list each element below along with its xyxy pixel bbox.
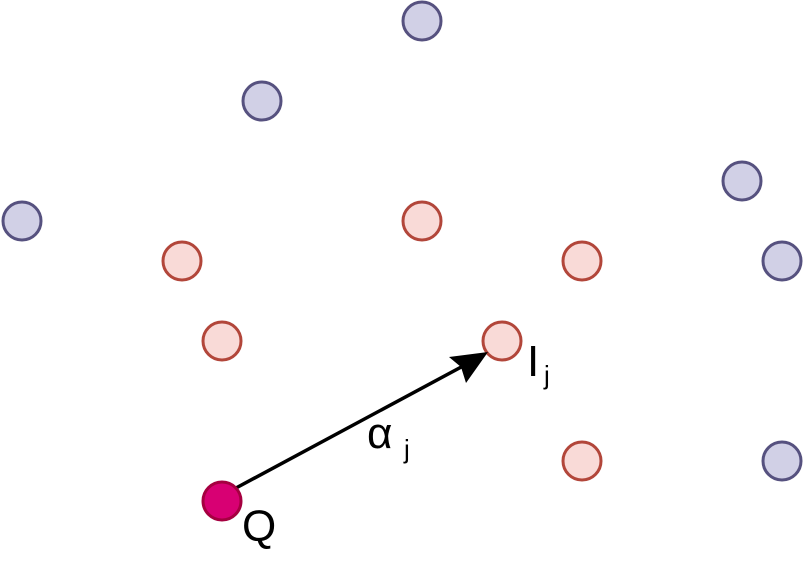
- other-point: [761, 440, 803, 482]
- neighbor-point: [161, 240, 203, 282]
- neighbor-point: [201, 320, 243, 362]
- neighbor-points: [161, 200, 603, 482]
- other-point: [721, 160, 763, 202]
- vector-arrow-head: [449, 352, 488, 383]
- other-point: [241, 80, 283, 122]
- target-label-subscript: j: [543, 360, 550, 390]
- other-point: [761, 240, 803, 282]
- neighbor-point: [561, 440, 603, 482]
- other-point: [1, 200, 43, 242]
- other-points: [1, 0, 803, 482]
- query-point: [201, 480, 243, 522]
- vector-label-subscript: j: [403, 434, 410, 464]
- query-label: Q: [242, 502, 276, 551]
- target-label: I: [527, 337, 539, 386]
- vector-arrow: [234, 352, 488, 490]
- other-point: [401, 0, 443, 42]
- neighbor-point: [561, 240, 603, 282]
- vector-label: α: [367, 409, 392, 458]
- vector-arrow-shaft: [234, 356, 480, 490]
- neighbor-point: [401, 200, 443, 242]
- target-point-ij: [481, 320, 523, 362]
